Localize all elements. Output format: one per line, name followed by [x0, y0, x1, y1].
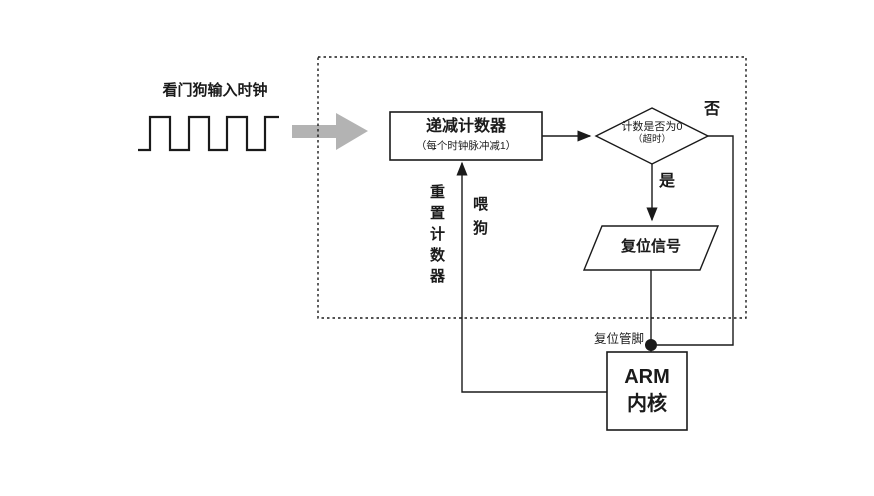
reset-counter-label: 重置计数器: [428, 184, 445, 289]
clock-input-label: 看门狗输入时钟: [162, 82, 268, 99]
arm-core-box: [606, 351, 688, 431]
decision-text-line1: 计数是否为0: [621, 121, 683, 133]
counter-box-title: 递减计数器: [425, 118, 506, 135]
yes-branch-label: 是: [659, 173, 676, 190]
arm-to-counter-feedback-arrow: [456, 161, 607, 393]
reset-pin-label: 复位管脚: [593, 332, 644, 346]
block-arrow-icon: [292, 113, 368, 150]
decision-text-line2: （超时）: [632, 134, 671, 145]
reset-signal-label: 复位信号: [620, 238, 681, 255]
arm-core-line1: ARM: [624, 366, 670, 388]
arm-core-label: ARM 内核: [607, 352, 687, 430]
reset-pin-dot: [645, 339, 657, 351]
clock-waveform: [138, 115, 279, 152]
arm-core-line2: 内核: [627, 393, 667, 415]
watchdog-module-boundary: [317, 56, 747, 319]
no-branch-line: [657, 135, 734, 346]
counter-box-subtitle: （每个时钟脉冲减1）: [415, 140, 517, 152]
reset-signal-parallelogram: [582, 225, 720, 271]
no-branch-label: 否: [704, 101, 721, 118]
feed-dog-label: 喂狗: [471, 196, 488, 244]
counter-box: [389, 111, 543, 161]
